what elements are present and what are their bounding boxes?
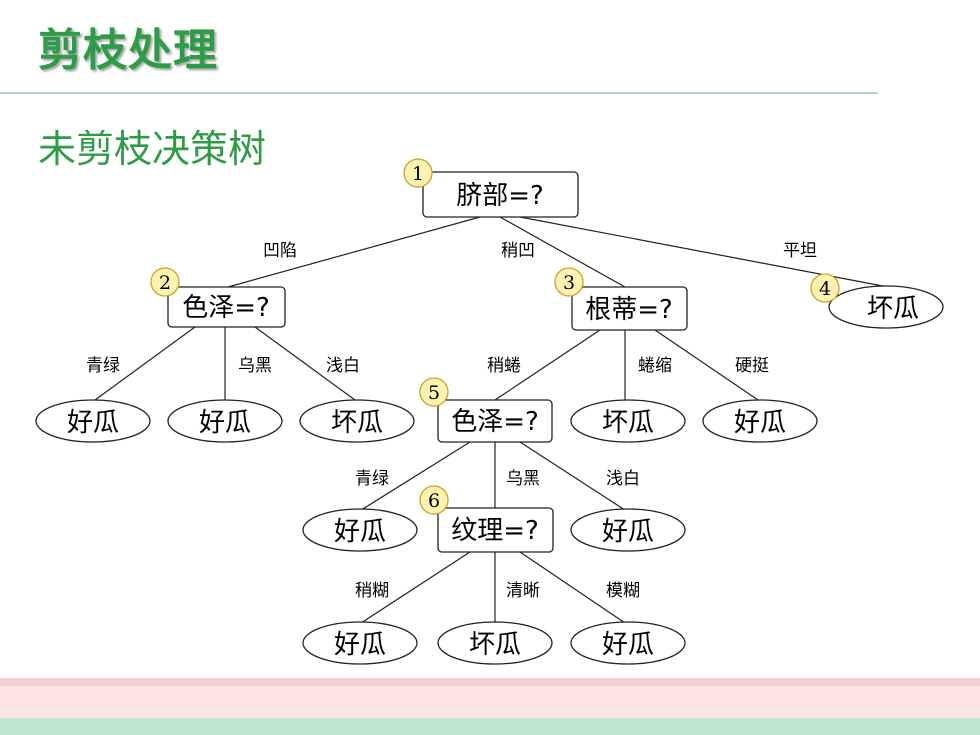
node-label-6: 纹理=? (451, 516, 539, 546)
node-box-3 (571, 286, 688, 331)
number-badge-1 (403, 158, 433, 188)
edge-line-1 (227, 216, 481, 288)
edge-label-5: 乌黑 (238, 356, 272, 376)
edge-label-12: 浅白 (606, 469, 640, 489)
edge-line-12 (519, 441, 629, 513)
leaf-ellipse-l4 (570, 399, 686, 443)
number-badge-6 (419, 485, 449, 515)
node-box-1 (422, 171, 579, 218)
edge-line-15 (519, 551, 629, 626)
node-box-2 (167, 286, 286, 328)
tree-edges (94, 216, 889, 626)
title-divider (0, 92, 878, 94)
edge-line-7 (494, 329, 601, 401)
leaf-ellipse-l1 (35, 399, 151, 443)
number-badge-2 (150, 267, 180, 297)
leaf-ellipse-l3 (299, 399, 415, 443)
leaf-label-l8: 好瓜 (334, 630, 386, 660)
edge-line-9 (654, 329, 759, 401)
leaf-label-l4: 坏瓜 (602, 408, 654, 438)
edge-line-4 (94, 326, 196, 401)
edge-label-9: 硬挺 (735, 356, 769, 376)
leaf-label-l9: 坏瓜 (469, 630, 521, 660)
edge-label-14: 清晰 (506, 581, 540, 601)
edge-labels: 凹陷 稍凹 平坦 青绿 乌黑 浅白 稍蜷 蜷缩 硬挺 青绿 乌黑 浅白 稍糊 清… (86, 241, 817, 601)
page-title: 剪枝处理 (38, 25, 218, 76)
node-label-2: 色泽=? (182, 293, 270, 323)
leaf-ellipse-l2 (167, 399, 283, 443)
edge-label-10: 青绿 (355, 469, 389, 489)
node-label-3: 根蒂=? (585, 295, 673, 325)
number-badge-label-3: 3 (563, 272, 575, 294)
leaf-ellipse-4 (828, 285, 944, 329)
edge-label-6: 浅白 (326, 356, 360, 376)
leaf-ellipse-l9 (437, 621, 553, 665)
edge-label-2: 稍凹 (501, 241, 535, 261)
edge-label-1: 凹陷 (263, 241, 297, 261)
leaf-label-l5: 好瓜 (734, 408, 786, 438)
leaf-ellipse-l8 (302, 621, 418, 665)
leaf-ellipse-l6 (302, 508, 418, 552)
node-box-6 (437, 507, 554, 553)
leaf-label-l2: 好瓜 (199, 408, 251, 438)
node-label-5: 色泽=? (451, 407, 539, 437)
number-badge-label-1: 1 (412, 163, 424, 185)
leaf-label-l7: 好瓜 (602, 517, 654, 547)
leaf-nodes: 坏瓜 好瓜 好瓜 坏瓜 坏瓜 好瓜 好瓜 好瓜 好瓜 坏瓜 好瓜 (35, 285, 944, 665)
edge-line-6 (254, 326, 356, 401)
leaf-label-l10: 好瓜 (602, 630, 654, 660)
leaf-ellipse-l10 (570, 621, 686, 665)
number-badge-label-6: 6 (428, 490, 440, 512)
edge-label-4: 青绿 (86, 356, 120, 376)
subtitle: 未剪枝决策树 (38, 127, 267, 171)
node-label-1: 脐部=? (456, 181, 544, 211)
number-badge-3 (554, 267, 584, 297)
edge-label-3: 平坦 (783, 241, 817, 261)
leaf-label-l3: 坏瓜 (331, 408, 383, 438)
leaf-label-4: 坏瓜 (867, 294, 919, 324)
leaf-ellipse-l5 (702, 399, 818, 443)
leaf-label-l6: 好瓜 (334, 517, 386, 547)
edge-label-15: 模糊 (606, 581, 640, 601)
node-number-badges: 1 2 3 4 5 6 (150, 158, 840, 515)
edge-line-10 (357, 441, 471, 513)
decision-nodes: 脐部=? 色泽=? 根蒂=? 色泽=? 纹理=? (167, 171, 688, 553)
footer-band-pink-top (0, 678, 980, 686)
leaf-ellipse-l7 (570, 508, 686, 552)
number-badge-4 (810, 273, 840, 303)
number-badge-label-5: 5 (428, 382, 440, 404)
leaf-label-l1: 好瓜 (67, 408, 119, 438)
edge-line-2 (499, 216, 626, 288)
edge-label-8: 蜷缩 (638, 356, 672, 376)
number-badge-label-4: 4 (819, 278, 831, 300)
node-box-5 (437, 399, 553, 443)
edge-line-13 (357, 551, 471, 626)
footer-band-green (0, 718, 980, 735)
number-badge-label-2: 2 (159, 272, 171, 294)
edge-label-13: 稍糊 (355, 581, 389, 601)
edge-label-11: 乌黑 (506, 469, 540, 489)
edge-label-7: 稍蜷 (487, 356, 521, 376)
number-badge-5 (419, 377, 449, 407)
